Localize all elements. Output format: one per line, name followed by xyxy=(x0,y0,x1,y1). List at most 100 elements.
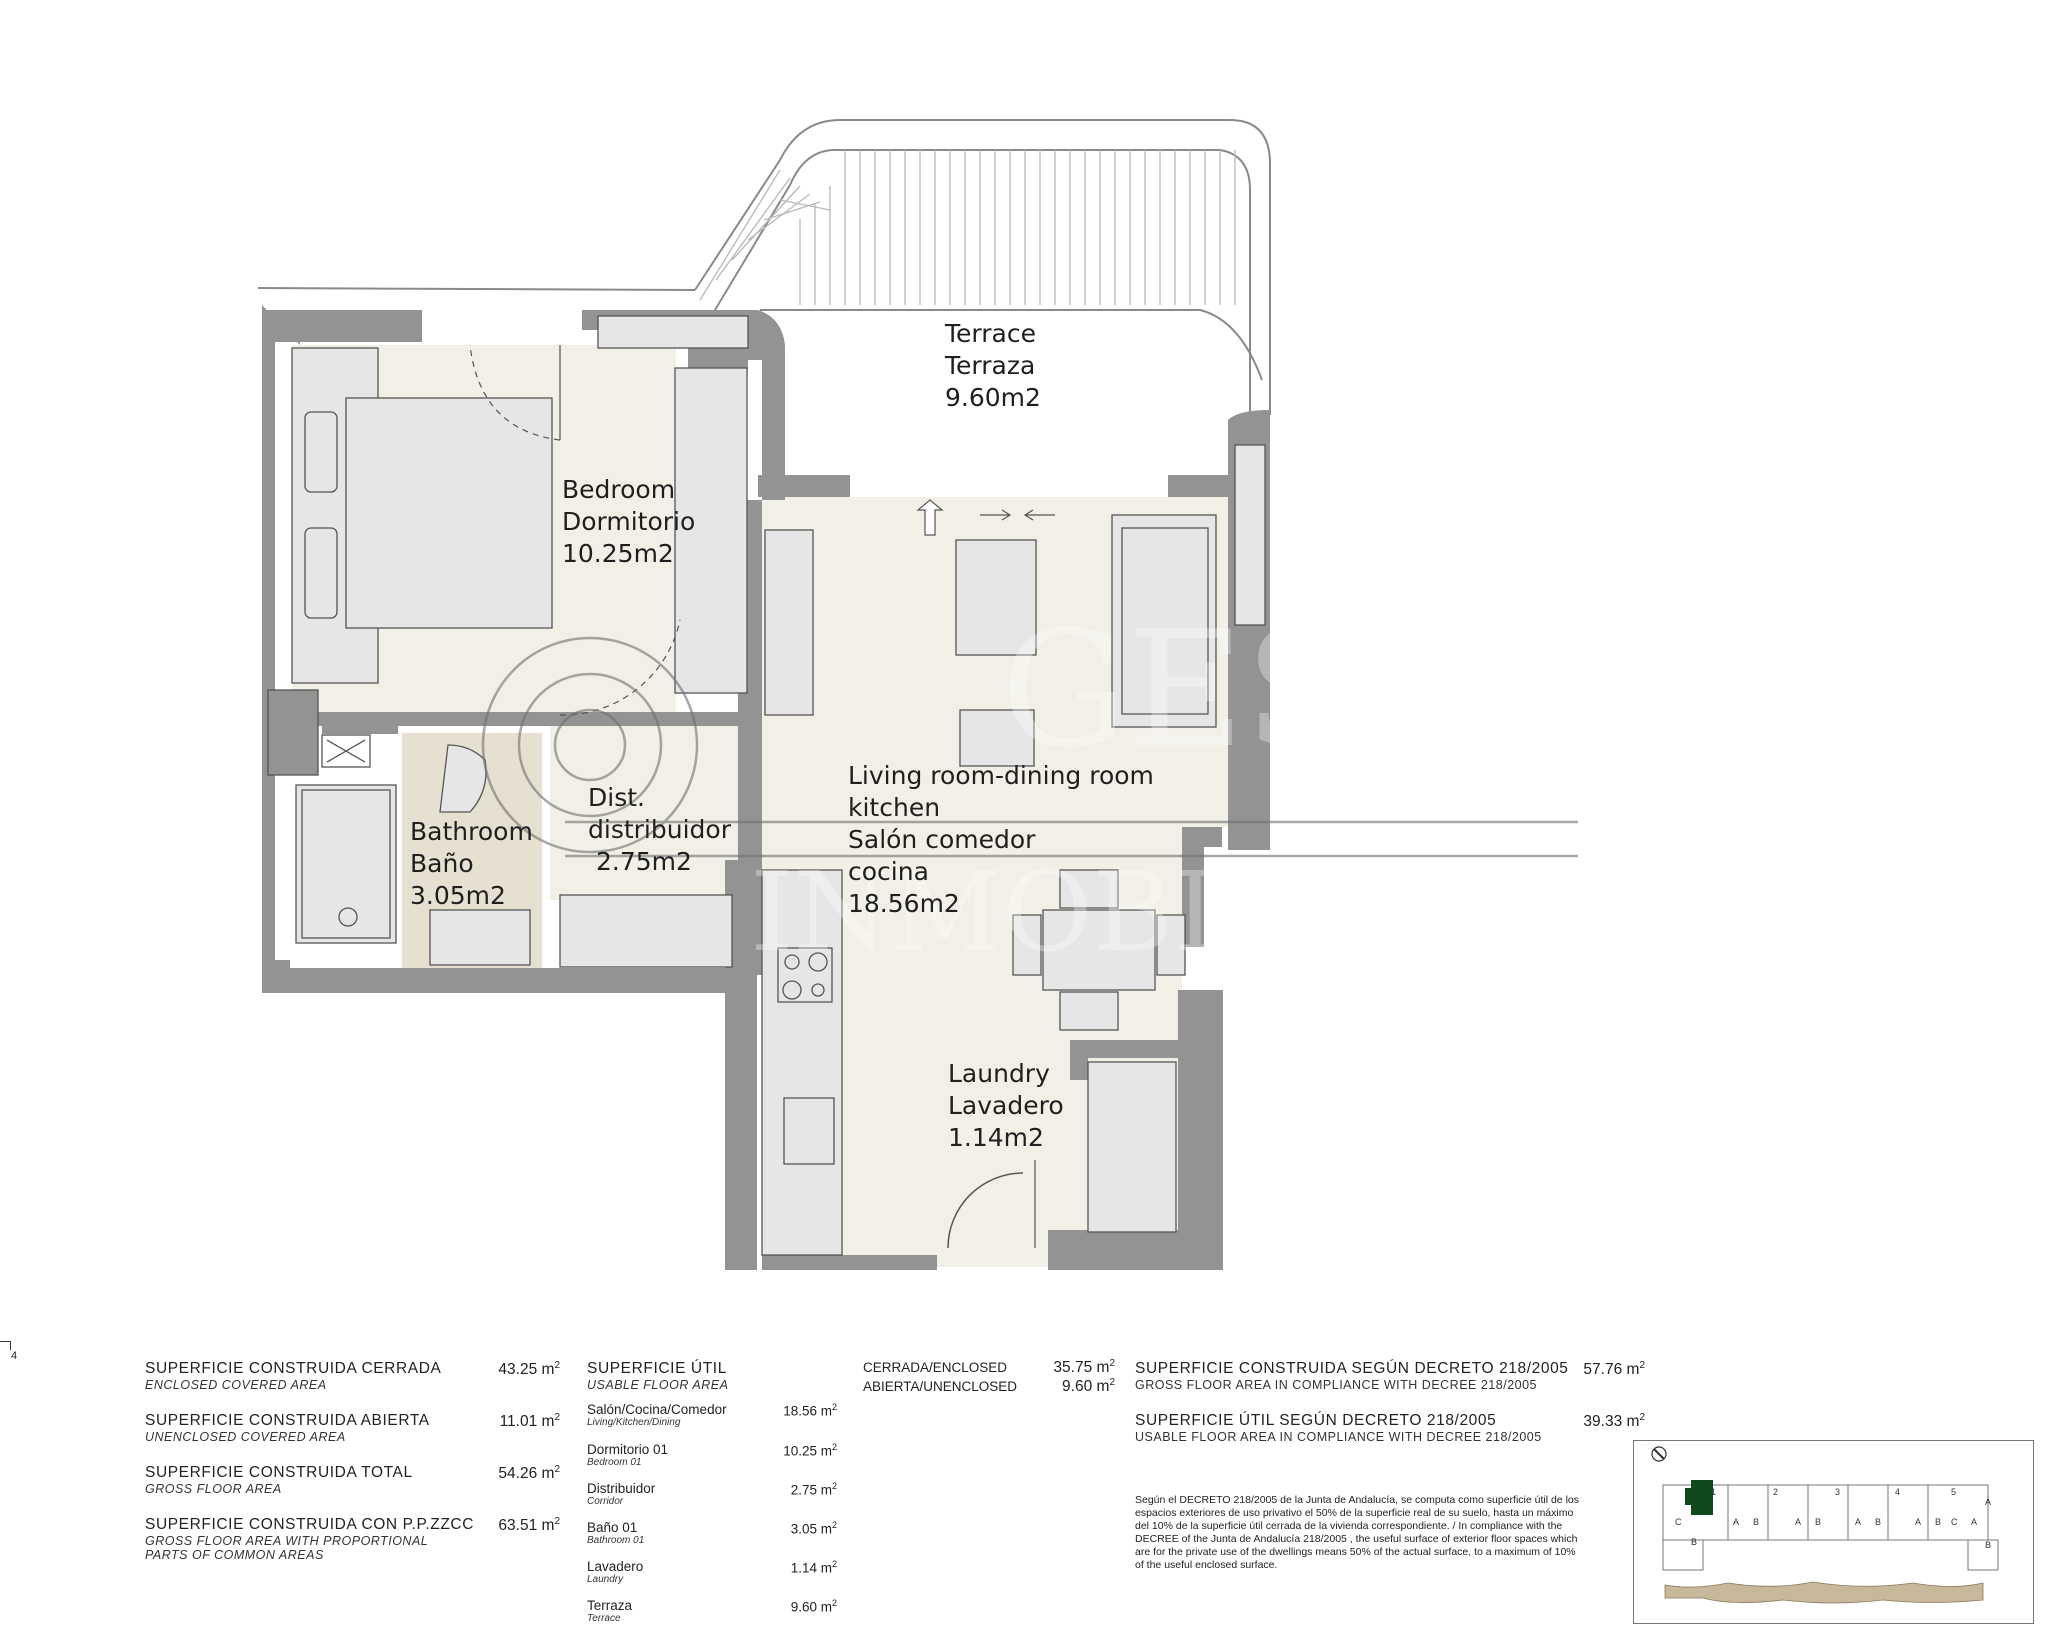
usable-area-value: 3.05 m2 xyxy=(791,1520,837,1537)
decree-note: Según el DECRETO 218/2005 de la Junta de… xyxy=(1135,1494,1579,1571)
doors xyxy=(469,344,1055,1249)
tv-unit xyxy=(764,529,814,716)
key-plan-label: 2 xyxy=(1773,1487,1778,1497)
key-plan-label: B xyxy=(1753,1517,1759,1527)
built-area-value-number: 63.51 m xyxy=(498,1517,555,1535)
laundry-cabinet xyxy=(1087,1061,1177,1233)
watermark-top-text: GES xyxy=(1000,596,1354,783)
decree-value-number: 57.76 m xyxy=(1583,1361,1640,1379)
distributor-area-value: 2.75m2 xyxy=(596,847,692,876)
washbasin xyxy=(429,909,531,966)
usable-area-value-unit-exp: 2 xyxy=(831,1402,837,1412)
page-number: 4 xyxy=(11,1350,18,1362)
usable-area-label: Lavadero xyxy=(587,1559,644,1574)
built-area-value-unit-exp: 2 xyxy=(554,1464,560,1475)
usable-area-sublabel: Laundry xyxy=(587,1574,624,1585)
page-corner-mark xyxy=(0,1341,11,1350)
decree-value-number: 39.33 m xyxy=(1583,1413,1640,1431)
usable-area-value: 10.25 m2 xyxy=(783,1442,837,1459)
distributor-name-es: distribuidor xyxy=(588,815,732,844)
watermark: GES INMOBIL xyxy=(481,596,1578,976)
usable-area-sublabel: Living/Kitchen/Dining xyxy=(587,1417,681,1428)
usable-area-value-number: 9.60 m xyxy=(790,1599,832,1615)
enclosed-split-value: 35.75 m2 xyxy=(1053,1358,1115,1377)
key-plan-label: B xyxy=(1815,1517,1821,1527)
bathroom-name-es: Baño xyxy=(410,849,474,878)
key-plan-label: 1 xyxy=(1711,1487,1716,1497)
pillow xyxy=(304,411,338,493)
terrace-area xyxy=(257,119,1271,415)
key-plan-label: C xyxy=(1951,1517,1958,1527)
built-area-value-number: 11.01 m xyxy=(499,1413,555,1431)
decree-value-unit-exp: 2 xyxy=(1639,1360,1645,1371)
usable-area-value-unit-exp: 2 xyxy=(831,1520,837,1530)
key-plan-label: A xyxy=(1971,1517,1977,1527)
pillow xyxy=(304,527,338,619)
key-plan-label: 5 xyxy=(1951,1487,1956,1497)
terrace-hatch-line xyxy=(699,169,781,301)
decree-label: SUPERFICIE CONSTRUIDA SEGÚN DECRETO 218/… xyxy=(1135,1360,1569,1377)
usable-subtitle: USABLE FLOOR AREA xyxy=(587,1378,729,1392)
key-plan-highlight xyxy=(1685,1480,1713,1515)
shaft xyxy=(267,689,319,776)
terrace-hatch-line xyxy=(715,177,791,281)
usable-area-value: 18.56 m2 xyxy=(783,1402,837,1419)
usable-area-sublabel: Corridor xyxy=(587,1496,624,1507)
built-area-value-unit-exp: 2 xyxy=(554,1516,560,1527)
built-area-sublabel: ENCLOSED COVERED AREA xyxy=(145,1378,327,1392)
bathroom-name-en: Bathroom xyxy=(410,817,533,846)
distributor-name-en: Dist. xyxy=(588,783,645,812)
floor-plan: GES INMOBIL Terrace Terraza 9.60m2 Bedro… xyxy=(257,119,1578,1270)
built-area-value: 54.26 m2 xyxy=(498,1464,560,1483)
decree-sublabel: GROSS FLOOR AREA IN COMPLIANCE WITH DECR… xyxy=(1135,1378,1537,1392)
usable-area-value-number: 2.75 m xyxy=(790,1482,832,1498)
chair xyxy=(1156,914,1186,976)
living-name-es-1: Salón comedor xyxy=(848,825,1036,854)
watermark-bottom-text: INMOBIL xyxy=(750,848,1290,976)
living-area-value: 18.56m2 xyxy=(848,889,960,918)
laundry-name-es: Lavadero xyxy=(948,1091,1064,1120)
decree-sublabel: USABLE FLOOR AREA IN COMPLIANCE WITH DEC… xyxy=(1135,1430,1542,1444)
wardrobe-top xyxy=(597,315,749,349)
enclosed-split-value-unit-exp: 2 xyxy=(1109,1358,1115,1369)
entry-arrow-icon xyxy=(916,499,944,536)
enclosed-split-value-unit-exp: 2 xyxy=(1109,1377,1115,1388)
terrace-hatch xyxy=(699,150,1236,305)
living-name-en-2: kitchen xyxy=(848,793,940,822)
key-plan-label: A xyxy=(1733,1517,1739,1527)
usable-area-value-unit-exp: 2 xyxy=(831,1481,837,1491)
bedroom-name-en: Bedroom xyxy=(562,475,675,504)
living-name-en-1: Living room-dining room xyxy=(848,761,1154,790)
usable-area-sublabel: Bedroom 01 xyxy=(587,1457,642,1468)
bedroom-name-es: Dormitorio xyxy=(562,507,695,536)
key-plan-label: B xyxy=(1875,1517,1881,1527)
key-plan-label: B xyxy=(1935,1517,1941,1527)
laundry-area-value: 1.14m2 xyxy=(948,1123,1044,1152)
key-plan-label: A xyxy=(1855,1517,1861,1527)
decree-value: 39.33 m2 xyxy=(1583,1412,1645,1431)
wardrobe xyxy=(674,367,748,694)
bed xyxy=(345,397,553,629)
kitchen-counter xyxy=(761,869,843,1256)
built-area-sublabel: UNENCLOSED COVERED AREA xyxy=(145,1430,346,1444)
bathtub-inner xyxy=(301,789,391,939)
chair xyxy=(1059,991,1119,1031)
bedroom-door-swing xyxy=(469,344,561,441)
terrace-planter xyxy=(1234,444,1266,626)
terrace-hatch-line xyxy=(747,193,811,241)
decree-value-unit-exp: 2 xyxy=(1639,1412,1645,1423)
built-area-sublabel: PARTS OF COMMON AREAS xyxy=(145,1548,324,1562)
key-plan-label: A xyxy=(1795,1517,1801,1527)
decree-value: 57.76 m2 xyxy=(1583,1360,1645,1379)
usable-area-value-unit-exp: 2 xyxy=(831,1598,837,1608)
room-labels: Terrace Terraza 9.60m2 Bedroom Dormitori… xyxy=(410,319,1154,1152)
